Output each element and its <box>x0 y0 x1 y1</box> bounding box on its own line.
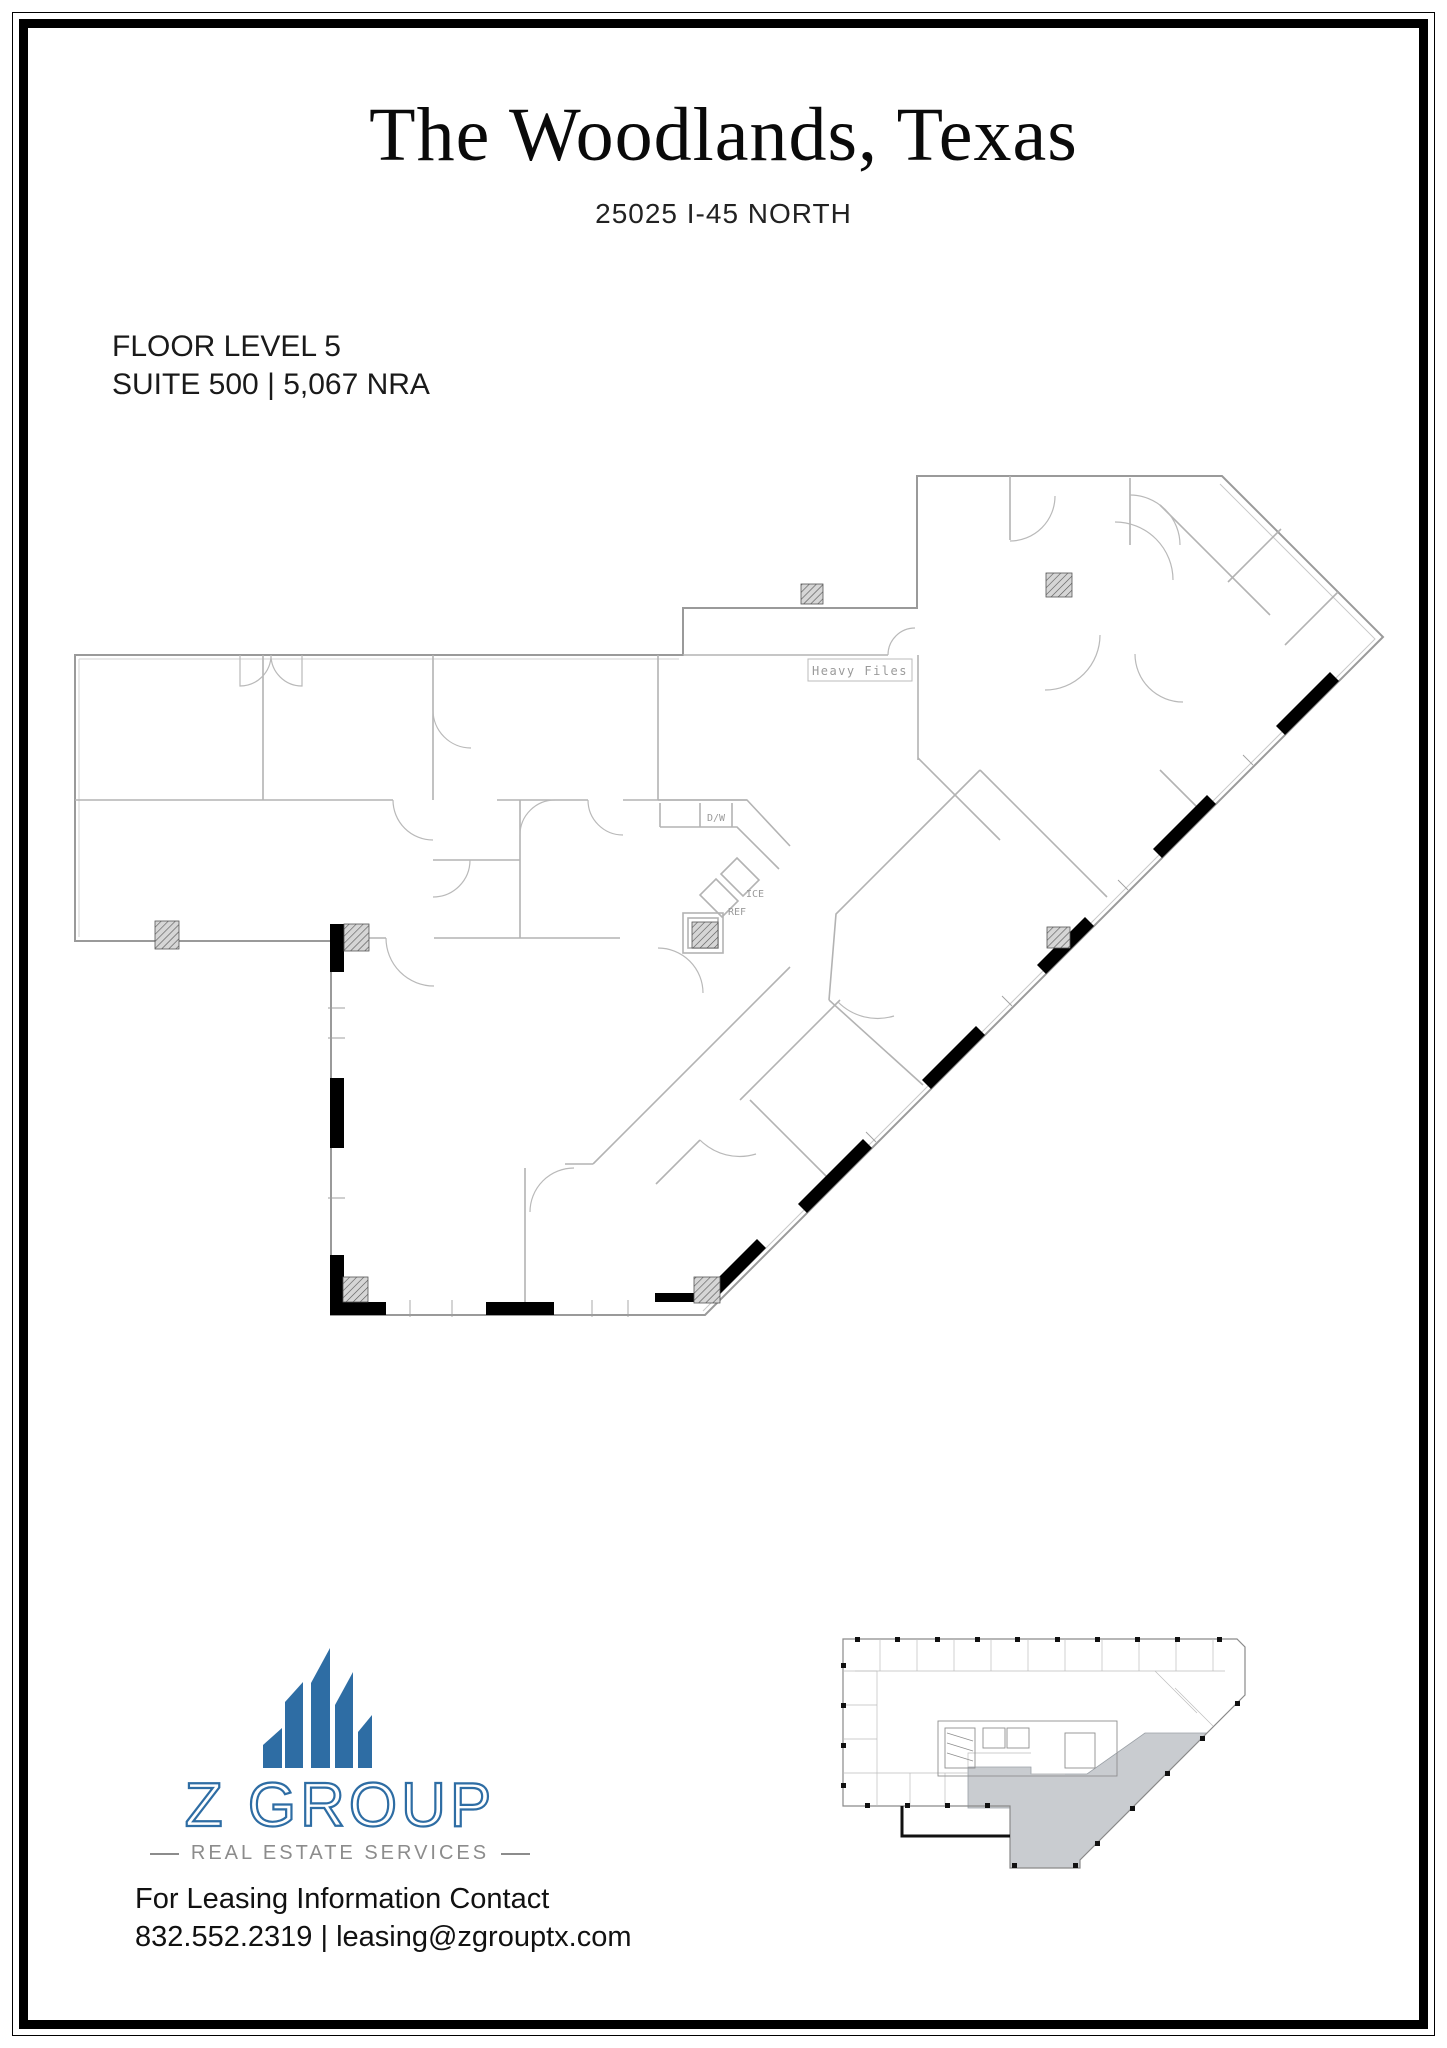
company-name-text: Z GROUP <box>185 1771 495 1840</box>
company-name: Z GROUP <box>184 1770 495 1840</box>
page-subtitle: 25025 I-45 NORTH <box>595 198 852 229</box>
key-plan-suite-wall <box>900 1806 1010 1838</box>
tagline-dash-left <box>150 1852 179 1855</box>
page-title: The Woodlands, Texas <box>369 93 1078 177</box>
floor-level-label: FLOOR LEVEL 5 <box>112 330 341 363</box>
dishwasher-label: D/W <box>707 813 726 824</box>
window-ticks <box>328 754 1254 1317</box>
refrigerator-label: REF <box>728 907 746 918</box>
tagline-dash-right <box>501 1852 530 1855</box>
column-markers <box>154 572 1073 1304</box>
contact-email: leasing@zgrouptx.com <box>336 1921 632 1953</box>
suite-info-label: SUITE 500 | 5,067 NRA <box>112 368 430 401</box>
door-arcs <box>239 494 1184 1213</box>
contact-separator: | <box>320 1921 329 1953</box>
tagline-row: REAL ESTATE SERVICES <box>150 1842 530 1865</box>
contact-phone: 832.552.2319 <box>135 1921 313 1953</box>
contact-heading: For Leasing Information Contact <box>135 1883 550 1915</box>
ice-label: ICE <box>746 889 764 900</box>
skyline-bars-icon <box>263 1648 372 1768</box>
contact-block: For Leasing Information Contact 832.552.… <box>135 1880 632 1956</box>
contact-details: 832.552.2319 | leasing@zgrouptx.com <box>135 1918 632 1956</box>
tagline-text: REAL ESTATE SERVICES <box>190 1842 490 1864</box>
listing-info: FLOOR LEVEL 5 SUITE 500 | 5,067 NRA <box>112 328 430 404</box>
heavy-files-label: Heavy Files <box>812 664 908 678</box>
plan-interior-walls <box>75 476 1339 1302</box>
key-plan <box>841 1637 1246 1869</box>
plan-exterior-walls <box>74 475 1385 1316</box>
suite-boundary-walls <box>330 672 1339 1315</box>
heavy-files-label-box <box>807 658 913 682</box>
